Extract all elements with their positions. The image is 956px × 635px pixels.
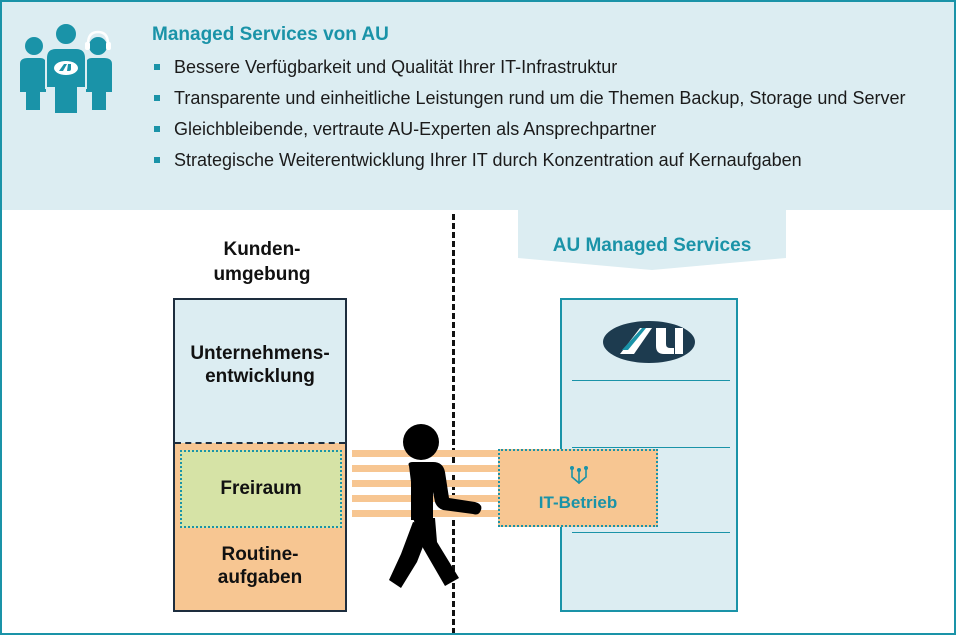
walking-person-icon — [389, 424, 482, 588]
business-development-text: Unternehmens- entwicklung — [190, 343, 330, 387]
customer-environment-label: Kunden- umgebung — [213, 239, 311, 285]
people-headset-icon — [20, 22, 112, 115]
au-box-divider — [572, 380, 730, 381]
routine-tasks-text: Routine- aufgaben — [217, 544, 303, 588]
au-box-divider — [572, 447, 730, 448]
benefit-item: Strategische Weiterentwicklung Ihrer IT … — [152, 150, 932, 171]
it-operations-box: IT-Betrieb — [498, 449, 658, 527]
customer-environment-box: Unternehmens- entwicklung Freiraum Routi… — [173, 298, 347, 612]
au-services-title: AU Managed Services — [552, 235, 752, 256]
benefit-list: Bessere Verfügbarkeit und Qualität Ihrer… — [152, 57, 932, 181]
section-dash-line — [175, 442, 345, 444]
au-services-banner — [518, 210, 786, 270]
au-services-box — [560, 298, 738, 612]
benefit-item: Bessere Verfügbarkeit und Qualität Ihrer… — [152, 57, 932, 78]
header-title: Managed Services von AU — [152, 24, 389, 45]
network-icon — [570, 466, 588, 484]
au-box-divider — [572, 532, 730, 533]
boundary-divider — [452, 214, 455, 633]
free-space-box: Freiraum — [180, 450, 342, 528]
au-logo — [603, 321, 695, 363]
header-panel: Managed Services von AU Bessere Verfügba… — [2, 2, 954, 210]
benefit-item: Gleichbleibende, vertraute AU-Experten a… — [152, 119, 932, 140]
benefit-item: Transparente und einheitliche Leistungen… — [152, 88, 932, 109]
it-operations-label: IT-Betrieb — [538, 493, 618, 512]
